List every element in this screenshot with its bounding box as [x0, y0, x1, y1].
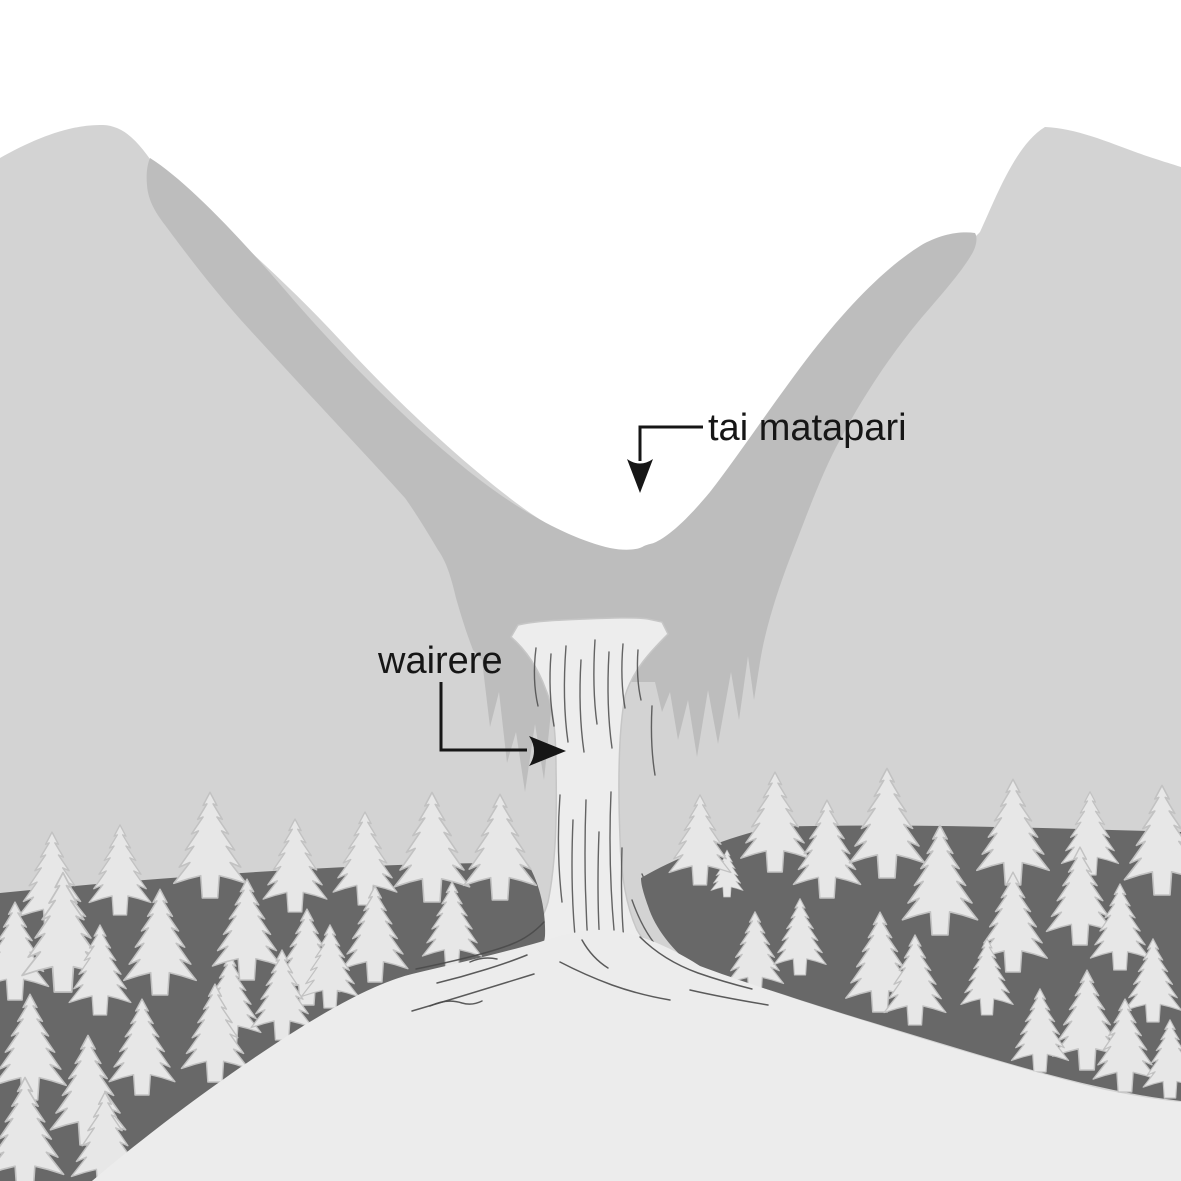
valley-leader-line — [638, 425, 703, 461]
stream-lines — [411, 921, 769, 1012]
waterfall-label-text: wairere — [377, 640, 503, 682]
valley-label-text: tai matapari — [708, 407, 907, 449]
label-waterfall: wairere — [377, 640, 566, 766]
foreground-hill — [92, 929, 1181, 1181]
waterfall-leader-line — [439, 682, 527, 752]
forest-band-left — [0, 863, 546, 1181]
label-valley: tai matapari — [627, 407, 907, 493]
right-arrow-icon — [529, 736, 566, 766]
down-arrow-icon — [627, 459, 653, 493]
